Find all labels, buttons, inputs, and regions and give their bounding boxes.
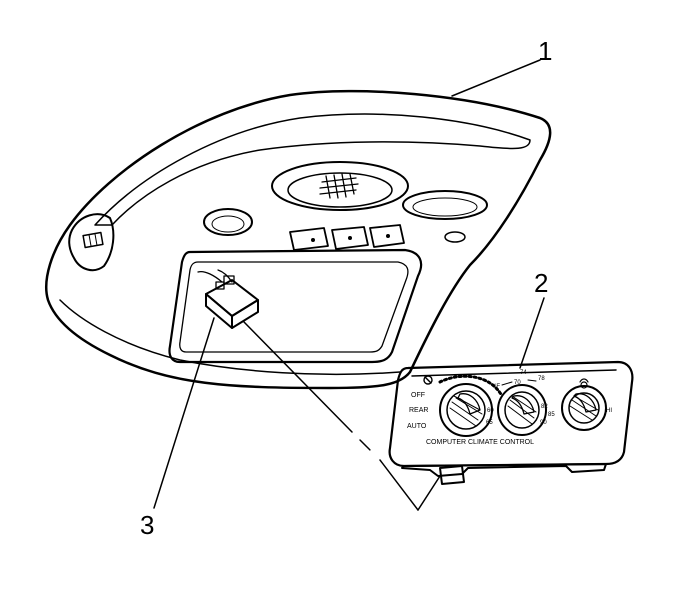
temperature-knob[interactable] xyxy=(497,384,547,436)
overhead-console-housing xyxy=(45,89,552,390)
temp-scale-70: 70 xyxy=(514,380,521,386)
wiring-connector xyxy=(197,269,259,329)
temp-scale-f: °F xyxy=(494,384,500,390)
temp-scale-82: 82 xyxy=(541,404,548,410)
lamp-grid-icon xyxy=(319,173,359,199)
temp-scale-78: 78 xyxy=(538,376,545,382)
panel-label: COMPUTER CLIMATE CONTROL xyxy=(426,439,534,446)
mode-label-off: OFF xyxy=(411,392,425,399)
control-panel-opening xyxy=(168,248,423,364)
callout-leaders xyxy=(153,59,545,509)
side-switch xyxy=(68,213,115,272)
callout-1: 1 xyxy=(538,36,552,66)
defrost-icon xyxy=(579,378,589,389)
temp-scale-65: 65 xyxy=(486,420,493,426)
mode-label-rear: REAR xyxy=(409,407,428,414)
callout-3: 3 xyxy=(140,510,154,540)
hi-label: HI xyxy=(606,408,612,414)
fan-mode-knob[interactable] xyxy=(439,383,493,437)
installation-guide-lines xyxy=(243,321,441,511)
mode-label-auto: AUTO xyxy=(407,423,427,430)
climate-control-module: OFF REAR AUTO °F 70 74 78 82 90 60 65 85 xyxy=(388,360,634,485)
temp-scale-85: 85 xyxy=(548,412,555,418)
temp-scale-60: 60 xyxy=(487,408,494,414)
temp-scale-74: 74 xyxy=(520,370,527,376)
fan-icon xyxy=(423,375,433,385)
console-push-buttons xyxy=(289,224,405,251)
blower-knob[interactable] xyxy=(561,385,607,431)
callout-2: 2 xyxy=(534,268,548,298)
